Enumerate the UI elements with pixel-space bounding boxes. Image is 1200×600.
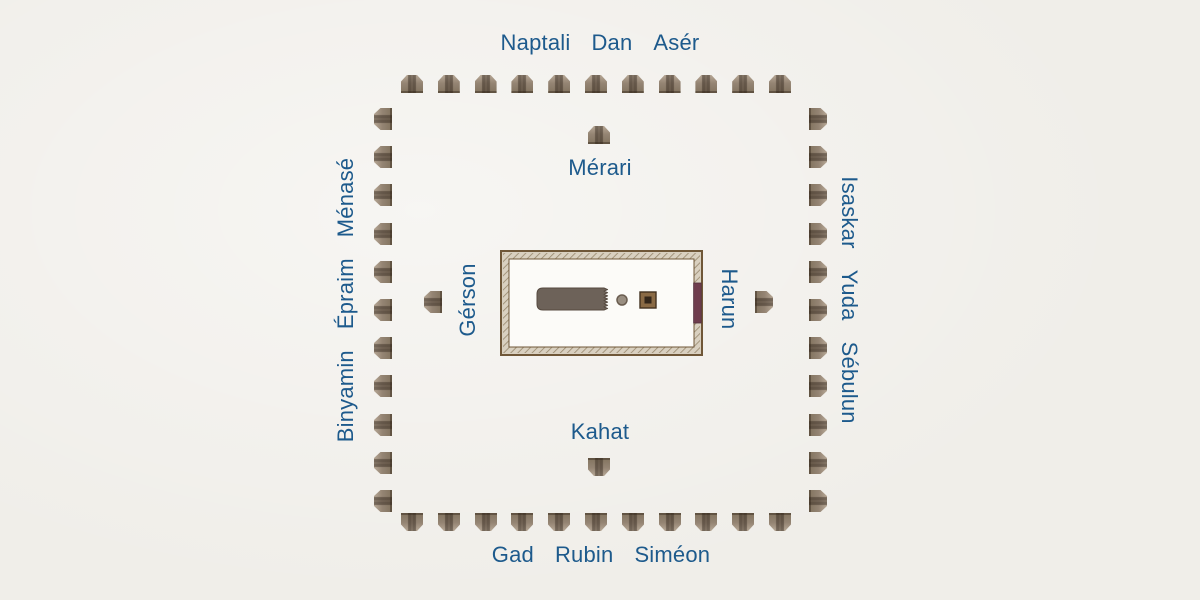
merari-label: Mérari <box>568 155 632 180</box>
tent-icon <box>807 299 829 321</box>
north-tribes-labels: Naptali Dan Asér <box>501 32 700 54</box>
tent-icon <box>372 108 394 130</box>
tent-icon <box>372 452 394 474</box>
south-tribes-labels: Gad Rubin Siméon <box>492 544 710 566</box>
tent-icon <box>807 490 829 512</box>
tent-icon <box>585 73 607 95</box>
tent-icon <box>807 108 829 130</box>
tent-icon <box>732 73 754 95</box>
tent-icon <box>807 146 829 168</box>
tent-icon <box>475 511 497 533</box>
kahat-label: Kahat <box>570 419 630 444</box>
tribe-label: Épraim <box>333 258 358 330</box>
tribe-label: Sébulun <box>837 341 862 424</box>
tent-icon <box>438 73 460 95</box>
tent-icon <box>807 184 829 206</box>
tent-icon <box>622 511 644 533</box>
tent-icon <box>475 73 497 95</box>
tent-icon <box>401 511 423 533</box>
south-tent-row <box>401 511 791 533</box>
tent-icon <box>372 184 394 206</box>
tent-icon <box>422 291 444 313</box>
tribe-label: Gad <box>491 542 534 567</box>
kahat-tent-row <box>588 456 610 478</box>
tribe-label: Ménasé <box>333 157 358 238</box>
tent-icon <box>438 511 460 533</box>
tent-icon <box>372 146 394 168</box>
tent-icon <box>548 511 570 533</box>
tent-icon <box>695 73 717 95</box>
tent-icon <box>807 337 829 359</box>
tent-icon <box>372 337 394 359</box>
laver-basin <box>616 294 628 306</box>
tent-icon <box>372 261 394 283</box>
tent-icon <box>659 73 681 95</box>
gerson-tent-row <box>422 291 444 313</box>
west-tent-column <box>372 108 394 512</box>
tribe-label: Naptali <box>500 30 571 55</box>
tribe-label: Siméon <box>634 542 711 567</box>
tribe-label: Isaskar <box>837 176 862 249</box>
tent-icon <box>807 452 829 474</box>
gate-screen <box>693 282 702 324</box>
tent-icon <box>807 414 829 436</box>
tent-icon <box>659 511 681 533</box>
tent-icon <box>807 261 829 283</box>
tent-icon <box>372 223 394 245</box>
tribe-label: Yuda <box>837 269 862 321</box>
tent-icon <box>753 291 775 313</box>
tent-icon <box>401 73 423 95</box>
tent-icon <box>372 375 394 397</box>
tabernacle-tent <box>536 287 609 311</box>
tent-icon <box>372 414 394 436</box>
north-tent-row <box>401 73 791 95</box>
tent-icon <box>807 223 829 245</box>
tent-icon <box>548 73 570 95</box>
altar-hearth <box>644 296 652 304</box>
tribe-label: Asér <box>653 30 700 55</box>
harun-label: Harun <box>717 268 742 330</box>
tribe-label: Dan <box>591 30 633 55</box>
harun-tent-row <box>753 291 775 313</box>
tent-icon <box>585 511 607 533</box>
west-tribes-labels: Binyamin Épraim Ménasé <box>333 157 358 443</box>
tabernacle-courtyard <box>500 250 703 356</box>
tent-icon <box>372 299 394 321</box>
tent-icon <box>511 73 533 95</box>
tent-icon <box>588 456 610 478</box>
tent-icon <box>769 511 791 533</box>
tent-icon <box>769 73 791 95</box>
gerson-label: Gérson <box>455 263 480 337</box>
tribe-label: Rubin <box>554 542 614 567</box>
tent-icon <box>588 124 610 146</box>
tent-icon <box>807 375 829 397</box>
tent-icon <box>511 511 533 533</box>
tribe-label: Binyamin <box>333 350 358 443</box>
east-tent-column <box>807 108 829 512</box>
tent-icon <box>372 490 394 512</box>
tent-icon <box>695 511 717 533</box>
merari-tent-row <box>588 124 610 146</box>
tent-icon <box>622 73 644 95</box>
tent-icon <box>732 511 754 533</box>
